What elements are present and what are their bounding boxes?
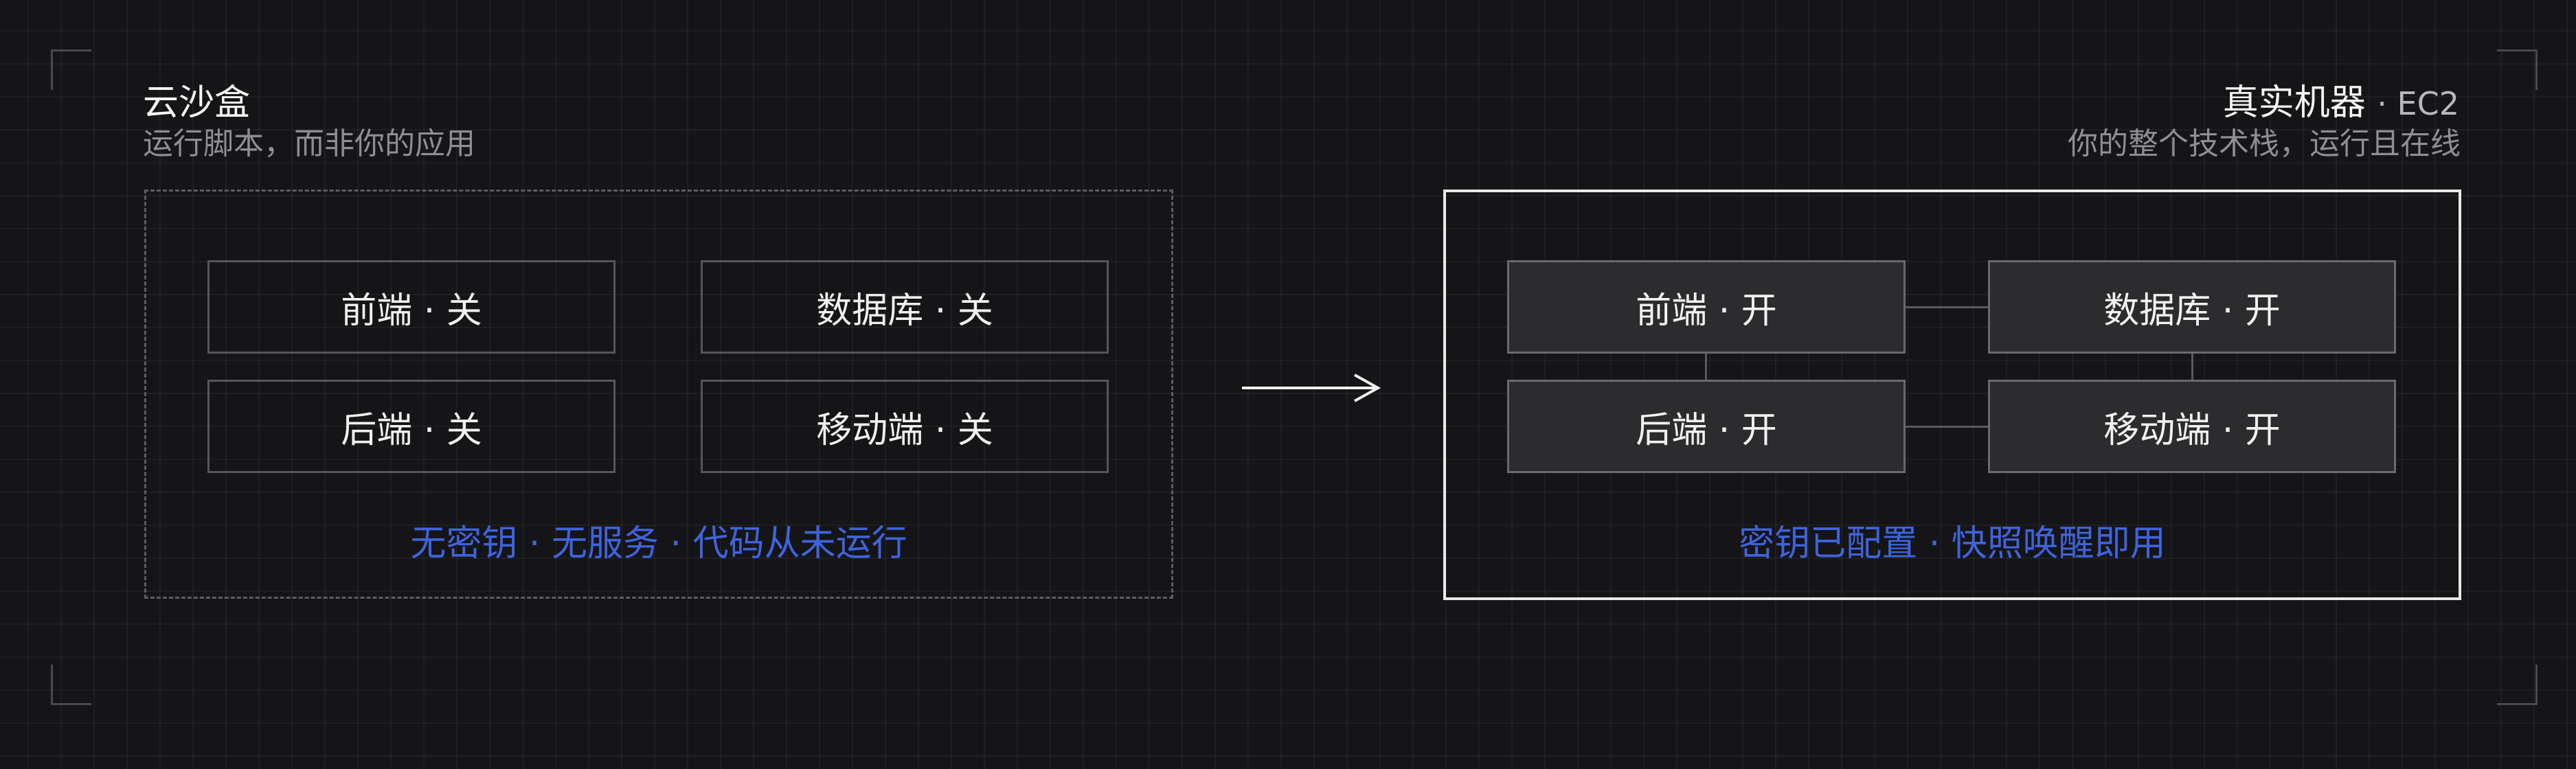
machine-panel <box>1443 190 2461 600</box>
connector-backend-mobile <box>1906 426 1988 428</box>
sandbox-footnote: 无密钥 · 无服务 · 代码从未运行 <box>410 523 907 564</box>
sandbox-node-backend: 后端 · 关 <box>207 380 615 473</box>
sandbox-subtitle: 运行脚本，而非你的应用 <box>143 126 475 161</box>
corner-mark-top-left <box>51 49 91 90</box>
machine-title: 真实机器 · EC2 <box>2223 82 2459 124</box>
sandbox-title: 云沙盒 <box>143 82 251 124</box>
sandbox-node-database: 数据库 · 关 <box>701 260 1109 354</box>
sandbox-node-mobile: 移动端 · 关 <box>701 380 1109 473</box>
connector-database-mobile <box>2191 354 2193 380</box>
corner-mark-bottom-left <box>51 665 91 705</box>
corner-mark-bottom-right <box>2497 665 2538 705</box>
machine-node-backend: 后端 · 开 <box>1507 380 1906 473</box>
right-arrow-icon <box>1242 374 1381 402</box>
machine-title-text: 真实机器 <box>2222 82 2366 124</box>
sandbox-node-frontend: 前端 · 关 <box>207 260 615 354</box>
machine-footnote: 密钥已配置 · 快照唤醒即用 <box>1739 523 2166 564</box>
connector-frontend-backend <box>1705 354 1707 380</box>
machine-node-database: 数据库 · 开 <box>1988 260 2396 354</box>
machine-node-mobile: 移动端 · 开 <box>1988 380 2396 473</box>
connector-frontend-database <box>1906 306 1988 308</box>
sandbox-panel <box>144 190 1173 599</box>
machine-title-suffix: · EC2 <box>2377 85 2459 122</box>
corner-mark-top-right <box>2497 49 2538 90</box>
machine-subtitle: 你的整个技术栈，运行且在线 <box>2068 126 2461 161</box>
machine-node-frontend: 前端 · 开 <box>1507 260 1906 354</box>
